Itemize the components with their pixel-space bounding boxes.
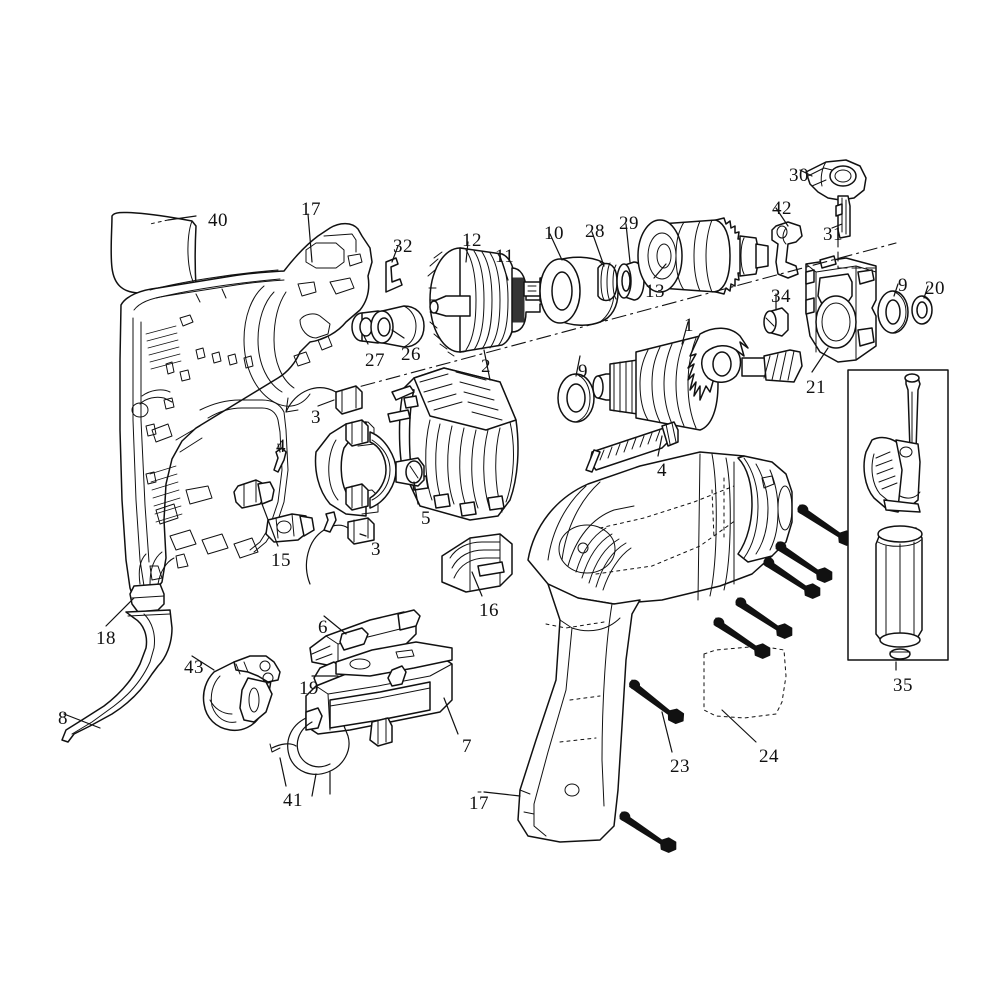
callout-31-selector-shaft: 31 (823, 224, 843, 245)
callout-21-gear-case: 21 (806, 377, 826, 398)
chuck-assembly-13 (637, 217, 769, 295)
callout-40-name-plate: 40 (208, 210, 228, 231)
leader-lines (63, 169, 929, 797)
callout-32-spring-clip: 32 (393, 236, 413, 257)
callout-9-bearing-gearcase: 9 (898, 275, 908, 296)
power-cord-8 (61, 551, 175, 743)
callout-26-gear-bushing: 26 (401, 344, 421, 365)
callout-15-brush-cap: 15 (271, 550, 291, 571)
baffle-16 (441, 533, 513, 593)
callout-5-brush-holder-pin: 5 (421, 508, 431, 529)
callout-28-wave-washer: 28 (585, 221, 605, 242)
callout-12-spindle-gear: 12 (462, 230, 482, 251)
callout-1-armature: 1 (684, 315, 694, 336)
field-coil-2 (387, 367, 519, 521)
bearing-9-armature (557, 373, 595, 423)
callout-23-screw-handle: 23 (670, 756, 690, 777)
callout-7-switch-assembly: 7 (462, 736, 472, 757)
callout-10-ball-bearing: 10 (544, 223, 564, 244)
side-handle-inset (847, 369, 949, 661)
callout-4-screw-long: 4 (657, 460, 667, 481)
callout-16-baffle: 16 (479, 600, 499, 621)
callout-41-wire-lead: 41 (283, 790, 303, 811)
callout-30-mode-selector: 30 (789, 165, 809, 186)
callout-4-screw-brush: 4 (276, 436, 286, 457)
callout-2-field-coil: 2 (481, 356, 491, 377)
depth-rod-clamp-43 (202, 655, 281, 732)
callout-3-brush-upper: 3 (311, 407, 321, 428)
long-screw-4 (585, 421, 679, 473)
callout-42-hammer-lever: 42 (772, 198, 792, 219)
callout-43-depth-rod-clamp: 43 (184, 657, 204, 678)
set-screw-34 (763, 307, 789, 337)
callout-29-spacer: 29 (619, 213, 639, 234)
callout-8-power-cord: 8 (58, 708, 68, 729)
housing-half-left (110, 211, 373, 605)
spring-clip-32 (385, 257, 403, 293)
callout-19-lock-button: 19 (299, 678, 319, 699)
gear-case-21 (805, 255, 877, 363)
callout-35-side-handle-assembly: 35 (893, 675, 913, 696)
switch-assembly (269, 609, 453, 797)
drill-body-assembled (517, 451, 793, 843)
bearing-9-gearcase (877, 290, 909, 334)
callout-17-housing-half-top: 17 (301, 199, 321, 220)
centerline-upper (335, 242, 897, 394)
spacer-29 (616, 261, 645, 301)
wave-washer-28 (597, 262, 618, 302)
callout-24-cover-plate: 24 (759, 746, 779, 767)
armature-1 (592, 327, 803, 431)
callout-9-bearing-armature: 9 (578, 361, 588, 382)
callout-11-spindle: 11 (495, 246, 515, 267)
needle-bearing-20 (911, 295, 933, 325)
callout-17-housing-half-bottom: 17 (469, 793, 489, 814)
mode-selector-30 (805, 159, 867, 239)
gear-bushing-26 (370, 305, 425, 348)
selector-path (837, 237, 877, 269)
spindle-gear-12 (427, 247, 517, 357)
callout-13-chuck-assembly: 13 (645, 281, 665, 302)
callout-34-set-screw: 34 (771, 286, 791, 307)
callout-3-brush-lower: 3 (371, 539, 381, 560)
brush-assembly (233, 385, 425, 585)
callout-20-needle-bearing: 20 (925, 278, 945, 299)
callout-18-cord-protector: 18 (96, 628, 116, 649)
callout-6-switch-actuator: 6 (318, 617, 328, 638)
callout-27-bushing: 27 (365, 350, 385, 371)
